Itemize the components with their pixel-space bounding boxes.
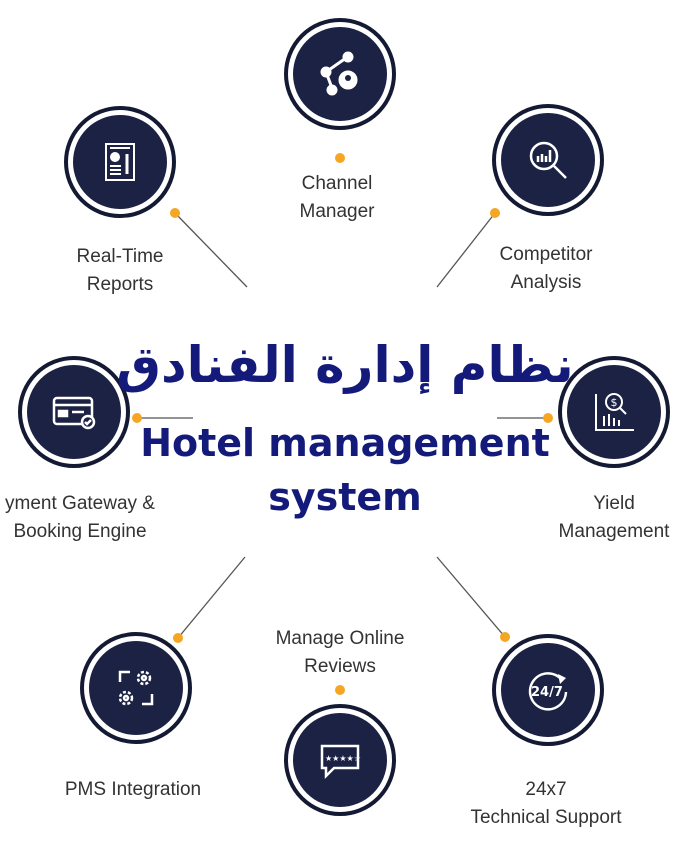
report-document-icon <box>105 143 135 181</box>
connector-line <box>177 556 246 639</box>
star-review-icon: ★★★★☆ <box>320 744 361 780</box>
credit-card-icon <box>52 396 96 430</box>
orange-dot <box>173 633 183 643</box>
title-english-line2: system <box>268 475 422 519</box>
dollar-chart-icon: $ <box>595 393 634 431</box>
technical-support-node: 24/7 <box>492 634 604 746</box>
real-time-reports-node <box>64 106 176 218</box>
pms-integration-node <box>80 632 192 744</box>
connector-line <box>174 212 248 288</box>
svg-text:★★★★☆: ★★★★☆ <box>325 754 361 763</box>
orange-dot <box>335 153 345 163</box>
manage-online-reviews-node: ★★★★☆ <box>284 704 396 816</box>
svg-text:24/7: 24/7 <box>531 685 563 700</box>
payment-gateway-node <box>18 356 130 468</box>
support-24-7-icon: 24/7 <box>528 672 568 711</box>
channel-manager-node <box>284 18 396 130</box>
connector-line <box>436 556 506 638</box>
title-english: Hotel management system <box>0 416 690 524</box>
svg-text:$: $ <box>611 396 618 409</box>
orange-dot <box>132 413 142 423</box>
connector-line <box>436 212 496 288</box>
payment-gateway-label: yment Gateway &Booking Engine <box>5 493 155 542</box>
orange-dot <box>543 413 553 423</box>
magnifier-chart-icon <box>529 141 567 179</box>
orange-dot <box>335 685 345 695</box>
competitor-analysis-node <box>492 104 604 216</box>
yield-management-node: $ <box>558 356 670 468</box>
gears-sync-icon <box>118 670 154 706</box>
pms-integration-label: PMS Integration <box>64 779 202 800</box>
title-english-line1: Hotel management <box>140 421 550 465</box>
orange-dot <box>490 208 500 218</box>
orange-dot <box>500 632 510 642</box>
title-arabic: نظام إدارة الفنادق <box>116 336 574 394</box>
share-network-icon <box>320 51 358 96</box>
orange-dot <box>170 208 180 218</box>
